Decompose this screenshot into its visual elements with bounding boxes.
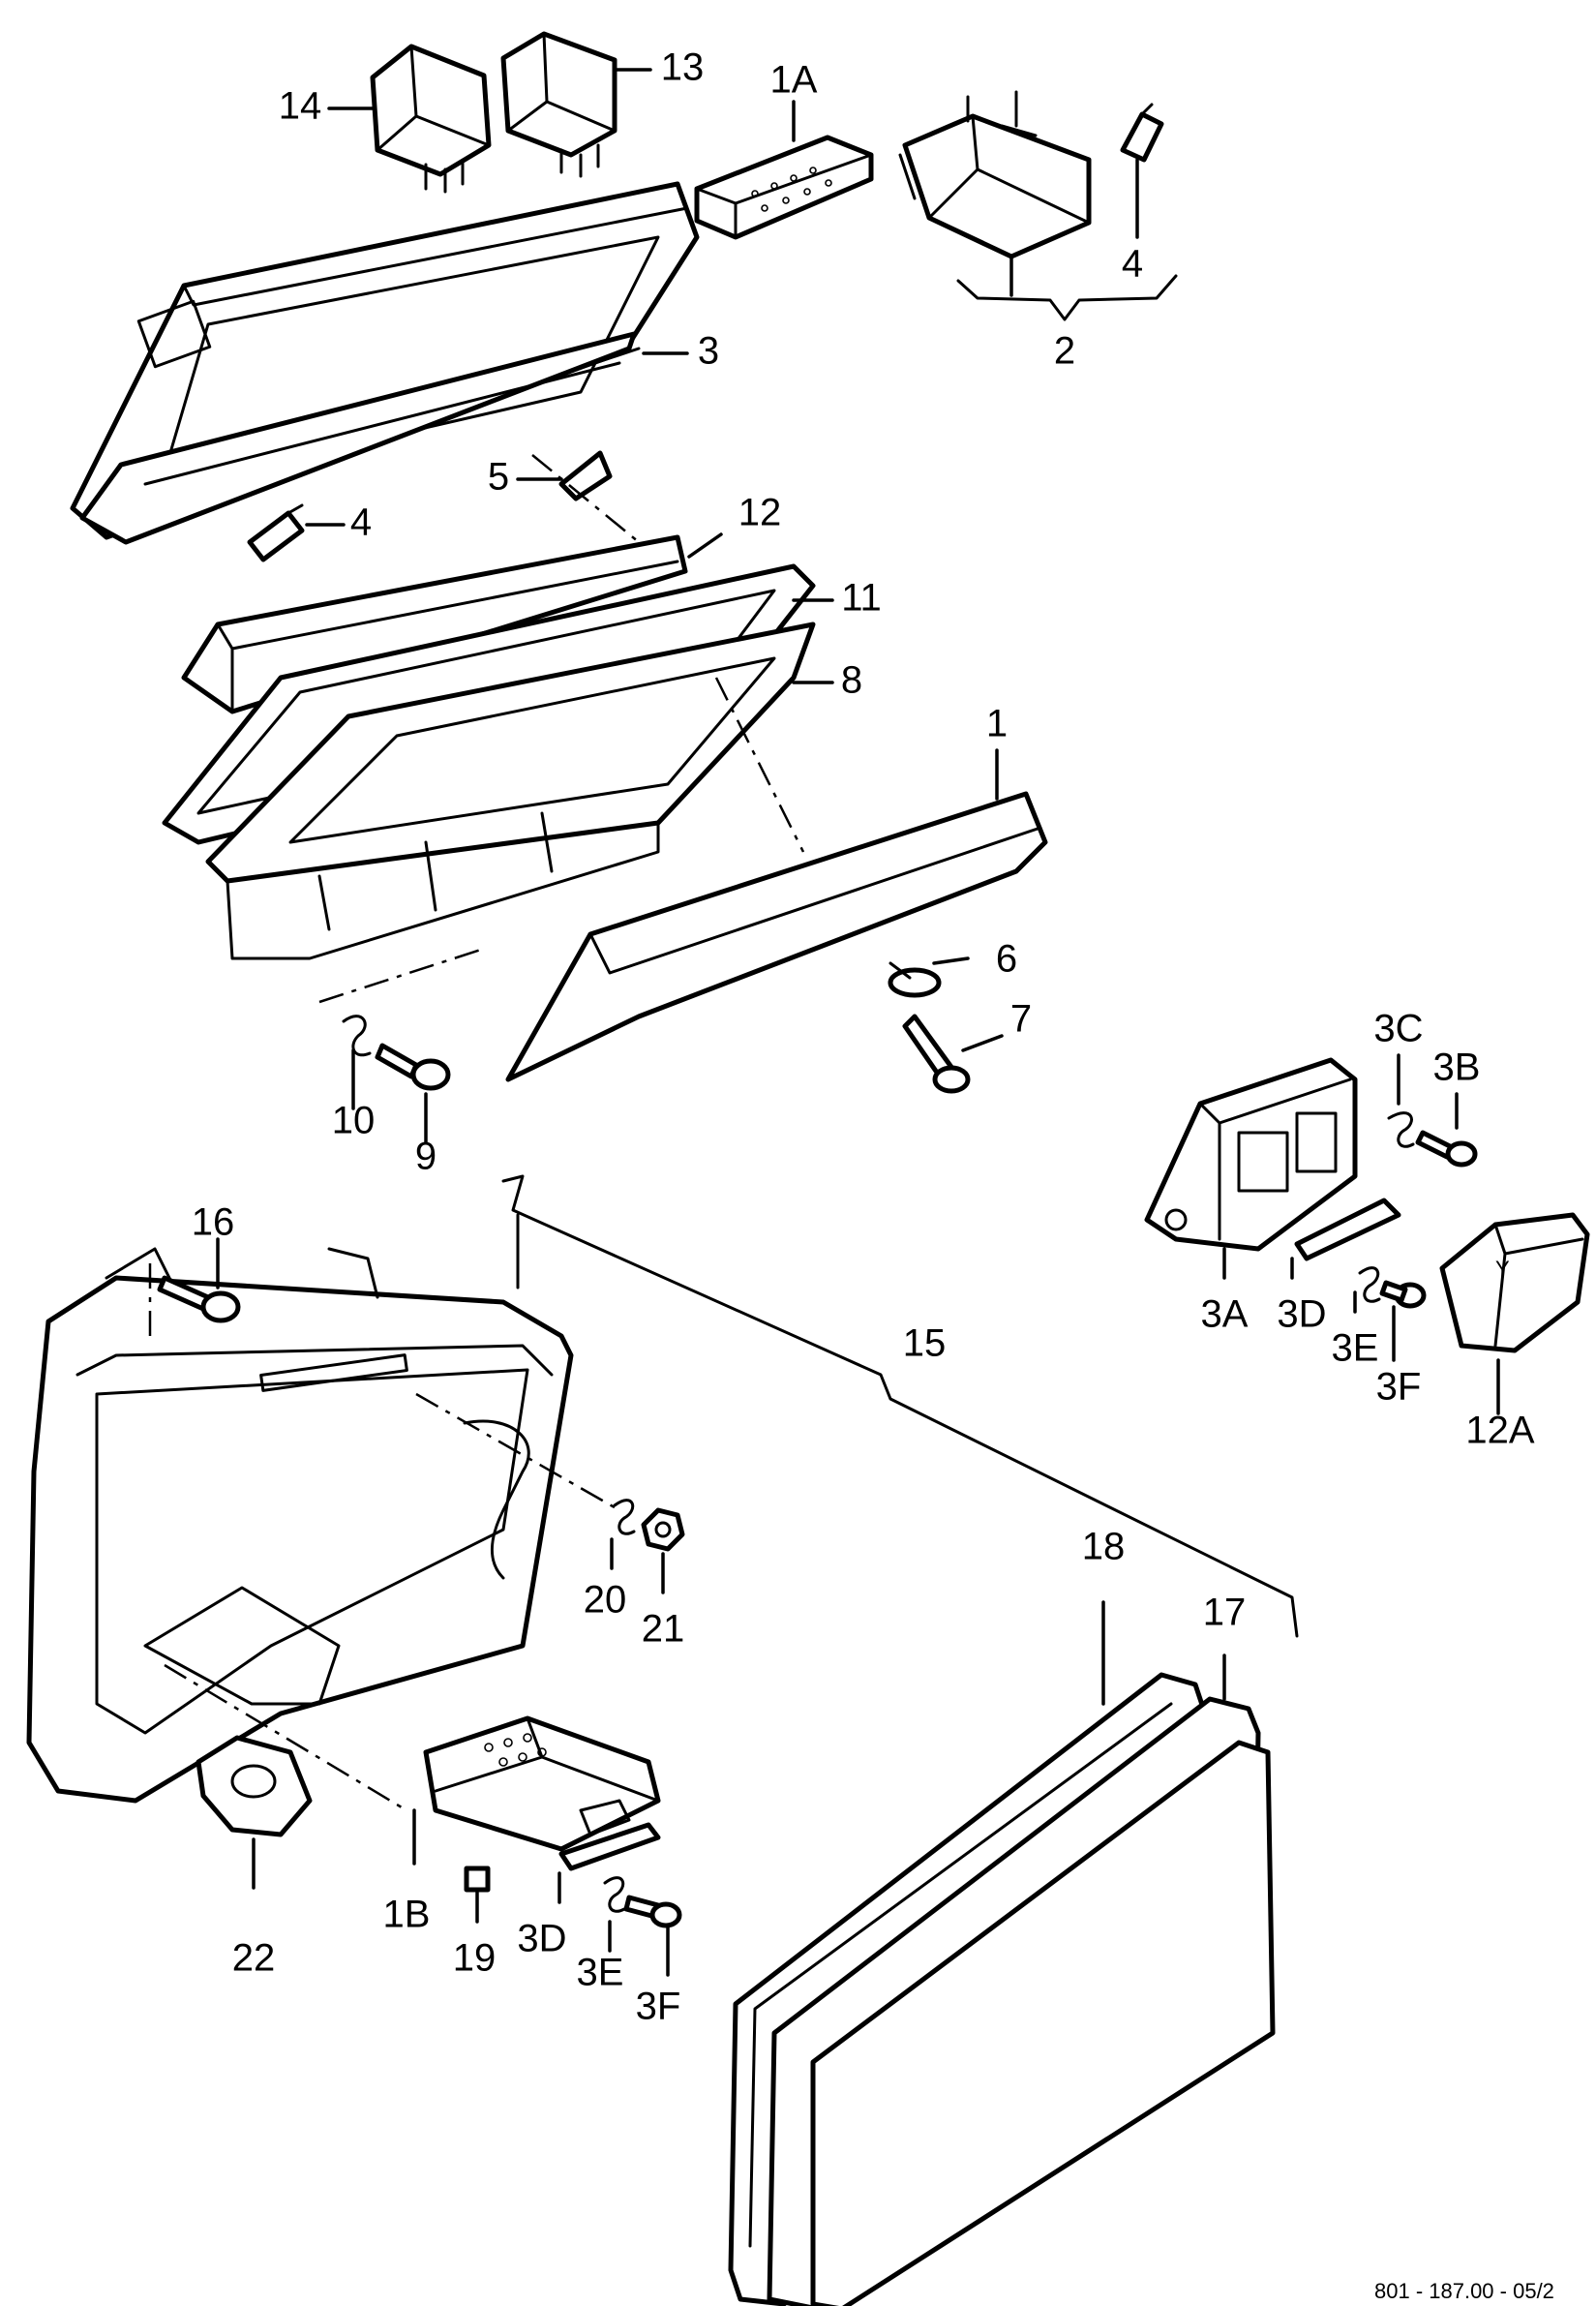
screw-7: [902, 1014, 971, 1094]
centerline-5: [415, 1392, 620, 1512]
callout-labels: 14 13 1A 4 2 3 5 4 12 11 8 1 6 7 10 9 3C…: [192, 46, 1535, 2028]
lens-17: [767, 1696, 1276, 2306]
callout-8: 8: [841, 659, 862, 702]
bracket-3a: [1144, 1057, 1358, 1252]
callout-5: 5: [488, 456, 509, 499]
frame-8: [205, 622, 816, 960]
flasher-unit-2: [898, 90, 1092, 259]
nut-21: [641, 1507, 685, 1552]
washer-20: [613, 1499, 636, 1535]
callout-12a: 12A: [1465, 1410, 1534, 1452]
callout-3e-lower: 3E: [577, 1952, 624, 1994]
callout-3: 3: [698, 330, 719, 373]
callout-3d: 3D: [1277, 1293, 1326, 1336]
centerline-2: [714, 677, 805, 853]
screw-3f-right: [1379, 1280, 1427, 1309]
callout-3c: 3C: [1373, 1008, 1423, 1050]
trim-1: [505, 791, 1048, 1082]
washer-3e-lower: [603, 1876, 626, 1913]
housing-15: [26, 1247, 574, 1804]
callout-2: 2: [1054, 330, 1075, 373]
centerline-1: [531, 454, 640, 543]
callout-15: 15: [903, 1322, 947, 1365]
callout-19: 19: [453, 1937, 497, 1980]
callout-13: 13: [661, 46, 705, 89]
washer-6: [888, 961, 942, 998]
svg-text:Y: Y: [1495, 1257, 1510, 1281]
callout-7: 7: [1010, 998, 1032, 1041]
screw-9: [375, 1043, 451, 1091]
callout-22: 22: [232, 1937, 276, 1980]
callout-3e: 3E: [1332, 1327, 1379, 1370]
callout-9: 9: [415, 1136, 437, 1178]
relay-14: [370, 44, 492, 194]
bracket-2: [956, 274, 1178, 321]
callout-16: 16: [192, 1201, 235, 1244]
leader-lines: [216, 68, 1500, 1977]
screw-3b: [1415, 1130, 1478, 1168]
callout-3d-lower: 3D: [517, 1918, 566, 1960]
seal-3: [79, 331, 637, 545]
centerline-3: [318, 947, 485, 1004]
callout-4-top: 4: [1122, 243, 1143, 286]
callout-20: 20: [584, 1579, 627, 1622]
callout-1: 1: [986, 703, 1008, 745]
callout-1a: 1A: [770, 59, 818, 102]
clip-5: [558, 450, 613, 501]
screw-16: [157, 1275, 241, 1323]
callout-17: 17: [1203, 1592, 1247, 1634]
socket-1b: [423, 1715, 661, 1852]
callout-3a: 3A: [1201, 1293, 1249, 1336]
callout-4-left: 4: [350, 501, 372, 544]
washer-10: [342, 1015, 372, 1057]
callout-6: 6: [996, 938, 1017, 981]
callout-21: 21: [642, 1608, 685, 1651]
plate-3d-right: [1294, 1198, 1401, 1261]
screw-3f-lower: [623, 1895, 682, 1928]
bulb-4-top: [1120, 103, 1164, 163]
callout-18: 18: [1082, 1526, 1126, 1568]
drawing-code: 801 - 187.00 - 05/2: [1374, 2279, 1554, 2303]
grommet-22: [196, 1735, 313, 1837]
callout-1b: 1B: [383, 1894, 431, 1936]
callout-3f: 3F: [1376, 1366, 1422, 1409]
plate-3d-lower: [558, 1822, 661, 1871]
callout-3b: 3B: [1433, 1047, 1481, 1089]
callout-14: 14: [279, 85, 322, 128]
callout-3f-lower: 3F: [636, 1986, 681, 2028]
module-1a: [694, 135, 874, 240]
relay-13: [500, 31, 617, 178]
cap-12a: Y: [1439, 1212, 1590, 1353]
callout-11: 11: [841, 577, 882, 620]
housing-12: [181, 534, 688, 714]
callout-10: 10: [332, 1100, 376, 1142]
washer-3c: [1387, 1111, 1415, 1148]
clip-19: [464, 1866, 491, 1893]
bulb-4-left: [247, 503, 305, 562]
washer-3e-right: [1358, 1266, 1381, 1303]
callout-12: 12: [738, 492, 782, 534]
